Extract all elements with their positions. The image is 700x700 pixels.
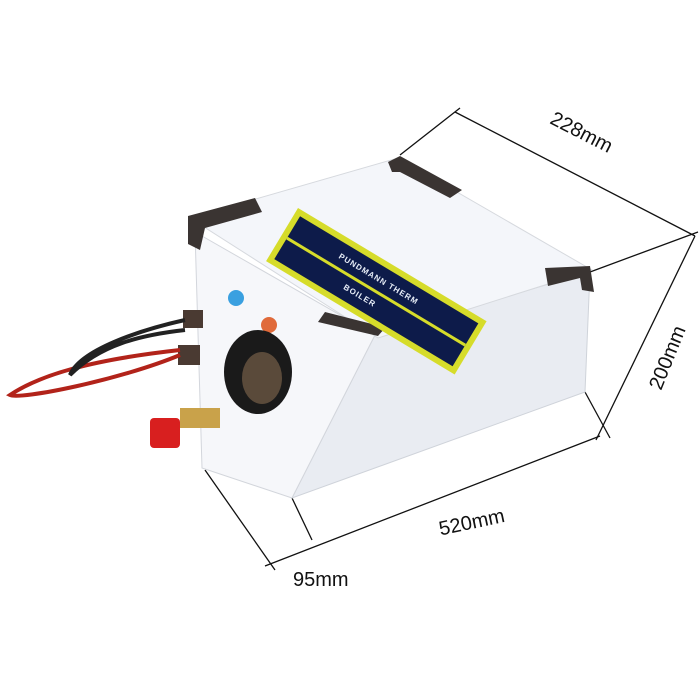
depth-label: 228mm xyxy=(547,108,616,158)
boiler-body: PUNDMANN THERM BOILER xyxy=(6,156,594,499)
cold-water-inlet xyxy=(228,290,244,306)
grommet-1 xyxy=(183,310,203,328)
length-label: 520mm xyxy=(437,505,507,540)
pressure-relief-valve xyxy=(150,418,180,448)
depth-line xyxy=(454,111,696,237)
height-label: 200mm xyxy=(645,323,690,393)
power-cable-red xyxy=(6,348,181,398)
dimension-lines xyxy=(204,107,699,571)
hot-water-outlet xyxy=(261,317,277,333)
height-line xyxy=(595,235,696,441)
length-line xyxy=(264,435,601,567)
power-cable-black xyxy=(68,318,186,377)
brass-valve xyxy=(180,408,220,428)
corner-protectors xyxy=(188,156,594,336)
offset-label: 95mm xyxy=(293,569,349,591)
grommet-2 xyxy=(178,345,200,365)
